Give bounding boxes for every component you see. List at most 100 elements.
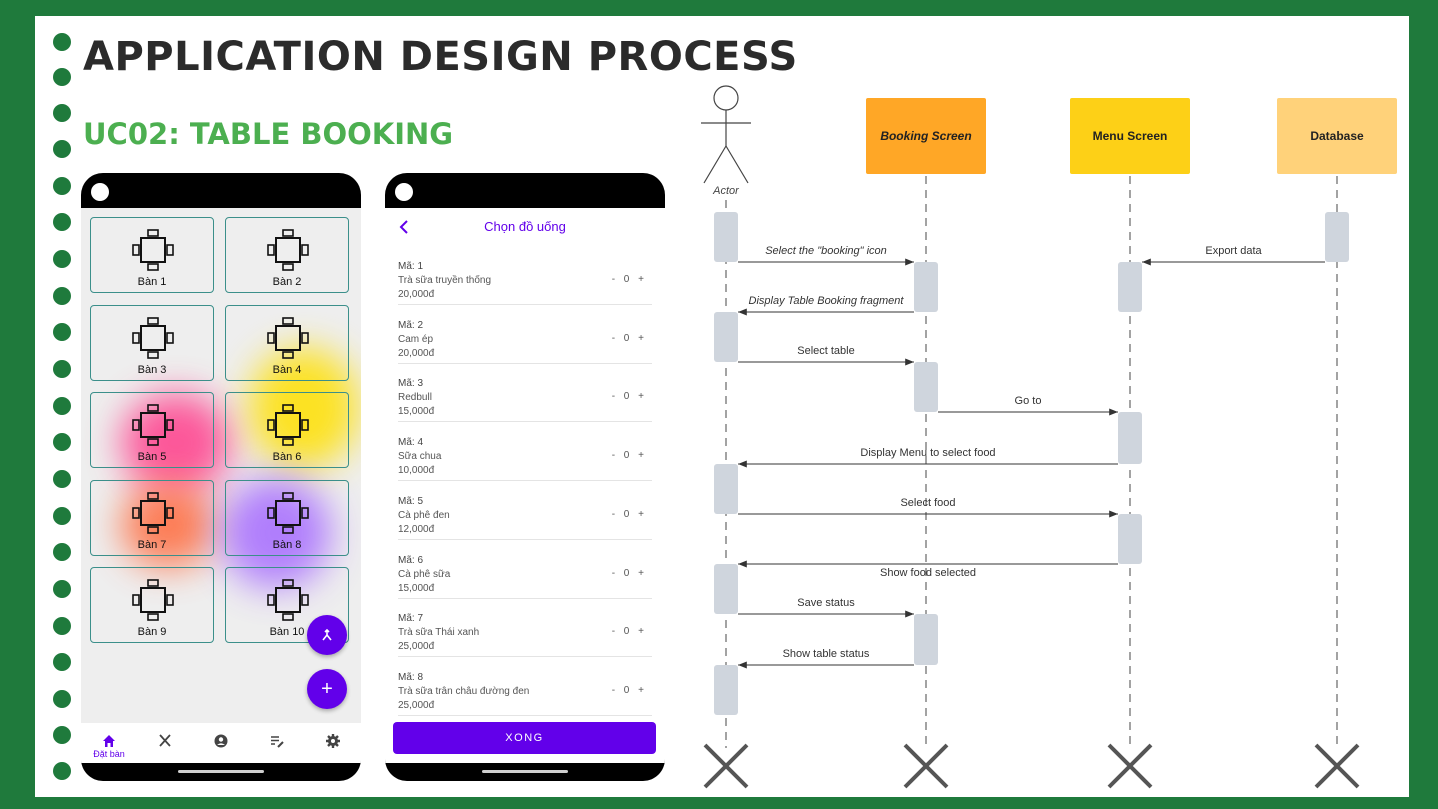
table-card[interactable]: Bàn 6 [225,392,349,468]
table-icon [267,579,309,621]
activation-bar [1325,212,1349,262]
binder-dot [53,68,71,86]
activation-bar [714,665,738,715]
table-card[interactable]: Bàn 2 [225,217,349,293]
activation-bar [714,464,738,514]
quantity-stepper[interactable]: - 0 + [611,274,644,285]
done-button[interactable]: XONG [393,722,656,754]
drink-name: Cà phê sữa [398,568,451,580]
drink-price: 15,000đ [398,406,435,418]
nav-item-dat-ban[interactable]: Đặt bàn [81,723,137,763]
binder-dot [53,33,71,51]
binder-dot [53,323,71,341]
table-card[interactable]: Bàn 4 [225,304,349,381]
destroy-marker [703,743,749,789]
table-icon [267,316,309,359]
actor-label: Actor [712,185,740,197]
drink-code: Mã: 8 [398,671,424,683]
table-card[interactable]: Bàn 3 [90,304,214,381]
participant-box: Database [1277,98,1397,174]
page-title: APPLICATION DESIGN PROCESS [83,34,798,80]
table-card[interactable]: Bàn 5 [90,392,214,468]
quantity-stepper[interactable]: - 0 + [611,391,644,403]
camera-dot [91,183,109,201]
activation-bar [714,312,738,362]
drink-name: Cam ép [398,333,434,345]
binder-dot [53,213,71,231]
table-label: Bàn 8 [272,538,302,551]
drink-name: Cà phê đen [398,509,450,521]
quantity-stepper[interactable]: - 0 + [611,332,644,344]
account-icon [214,734,228,748]
quantity-stepper[interactable]: - 0 + [611,508,644,520]
destroy-marker [1314,743,1360,789]
drink-code: Mã: 5 [398,495,424,507]
message-label: Display Menu to select food [860,447,995,459]
quantity-stepper[interactable]: - 0 + [611,626,644,638]
binder-dot [53,507,71,525]
activation-bar [714,212,738,262]
actor-leg [703,145,727,184]
table-icon [132,404,174,446]
nav-item-orders[interactable] [249,723,305,763]
table-card[interactable]: Bàn 9 [90,567,214,643]
table-card[interactable]: Bàn 10 [225,567,349,643]
home-indicator [482,770,568,773]
edit-list-icon [271,736,284,748]
binder-dot [53,287,71,305]
message-label: Export data [1205,245,1262,257]
binder-dot [53,653,71,671]
drink-price: 25,000đ [398,699,435,711]
nav-item-settings[interactable] [305,723,361,763]
table-icon [267,229,309,271]
merge-icon [322,628,332,641]
binder-dot [53,762,71,780]
participant-box: Menu Screen [1070,98,1190,174]
table-card[interactable]: Bàn 8 [225,479,349,556]
binder-dot [53,433,71,451]
binder-dot [53,397,71,415]
screen-title: Chọn đồ uống [484,219,566,234]
drink-price: 25,000đ [398,641,435,653]
table-label: Bàn 4 [272,363,302,376]
glow-yellow [249,348,359,468]
quantity-stepper[interactable]: - 0 + [611,567,644,579]
binder-dot [53,470,71,488]
drink-code: Mã: 7 [398,613,424,625]
quantity-stepper[interactable]: - 0 + [611,450,644,462]
back-chevron-icon[interactable] [397,217,411,237]
activation-bar [914,362,938,412]
table-card[interactable]: Bàn 1 [90,217,214,293]
destroy-marker [1107,743,1153,789]
drink-price: 20,000đ [398,347,435,359]
message-label: Select food [900,497,955,509]
quantity-stepper[interactable]: - 0 + [611,684,644,696]
message-label: Show food selected [880,567,976,579]
camera-dot [395,183,413,201]
table-label: Bàn 2 [272,276,302,288]
glow-purple [221,478,331,588]
nav-item-account[interactable] [193,723,249,763]
binder-dot [53,690,71,708]
drink-code: Mã: 2 [398,319,424,331]
drink-code: Mã: 4 [398,437,424,449]
merge-tables-button[interactable] [307,615,347,655]
drink-name: Trà sữa truyền thống [398,275,492,286]
table-card[interactable]: Bàn 7 [90,479,214,556]
bottom-nav: Đặt bàn [81,723,361,763]
message-label: Save status [797,597,855,609]
add-table-button[interactable]: + [307,669,347,709]
nav-item-food[interactable] [137,723,193,763]
binder-dot [53,104,71,122]
table-icon [132,316,174,359]
binder-dot [53,360,71,378]
home-indicator [178,770,264,773]
